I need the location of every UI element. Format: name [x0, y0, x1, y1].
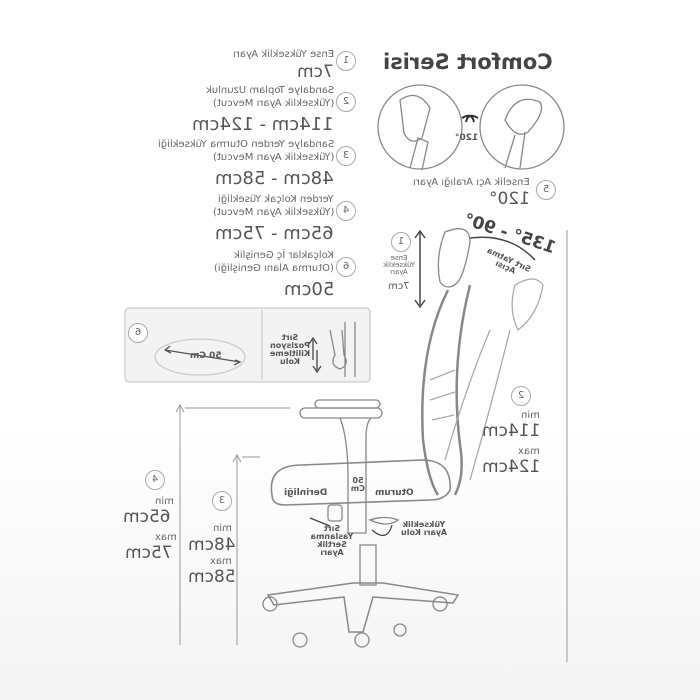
armrest-post	[339, 417, 372, 534]
headrest-detail-circle-right	[479, 84, 565, 170]
dim-min-label: min	[521, 410, 540, 421]
headrest	[437, 228, 471, 288]
dim-min-value: 48cm	[188, 535, 236, 555]
headrest-angle-badge: 120°	[455, 133, 479, 143]
spec-label: Sandalye Toplam Uzunluk	[205, 85, 334, 96]
reclined-backrest	[444, 329, 511, 481]
spec-value: 48cm - 58cm	[215, 168, 334, 189]
spec-value: 50cm	[283, 279, 334, 300]
spec-value: 120°	[489, 189, 530, 209]
reclined-headrest	[511, 278, 544, 331]
inset-updown-arrows	[308, 336, 322, 374]
rotate-arrows-icon	[461, 114, 479, 123]
spec-value: 114cm - 124cm	[192, 114, 334, 135]
headrest-detail-left	[399, 94, 431, 142]
gas-cylinder	[359, 544, 377, 586]
inset-width: 50 Cm	[190, 351, 222, 361]
dim-min-value: 65cm	[123, 507, 171, 527]
lumbar-support	[429, 369, 456, 421]
dim-max-label: max	[518, 446, 540, 457]
spec-label: Sandalye Yerden Oturma Yüksekliği	[157, 139, 334, 150]
page-title: Comfort Serisi	[383, 50, 553, 74]
callout-arrows	[309, 517, 393, 537]
seat-depth-label-right: Oturum	[375, 488, 414, 498]
inset-box	[124, 307, 371, 383]
height-lever-label: Yükseklik Ayarı Kolu	[401, 520, 447, 537]
spec-label: Yerden Kolçak Yüsekliği	[218, 194, 334, 205]
spec-value: 65cm - 75cm	[215, 223, 334, 244]
dim-number: 2	[511, 386, 531, 406]
spec-value: 7cm	[297, 62, 334, 82]
headrest-detail-left-post	[409, 137, 429, 171]
seat-depth-value: 50 Cm	[350, 476, 365, 493]
dim-min-label: min	[155, 496, 174, 507]
seat	[270, 459, 451, 506]
dim-max-value: 124cm	[481, 457, 540, 477]
callout-number: 1	[391, 232, 411, 252]
lock-lever-label: Sırt Pozisyon Kilitleme Kolu	[269, 333, 311, 366]
armrest-pad	[299, 407, 383, 419]
spec-number: 1	[336, 51, 356, 71]
spec-label: Ense Yükseklik Ayarı	[232, 49, 334, 60]
spec-number: 3	[336, 146, 356, 166]
inset-width-arrow	[163, 345, 242, 366]
spec-number: 6	[336, 257, 356, 277]
tension-knob-label: Sırt Yaslanma Sertlik Ayarı	[310, 524, 354, 557]
recline-arc	[469, 236, 536, 261]
armrest-top	[314, 399, 381, 409]
dim-max-label: max	[155, 532, 177, 543]
dim-min-label: min	[213, 523, 232, 534]
dim-min-value: 114cm	[481, 421, 540, 441]
inset-seat	[154, 338, 246, 376]
spec-note: (Yükseklik Ayarı Mevcut)	[212, 152, 334, 163]
dimension-lines	[175, 229, 568, 662]
chair-base	[266, 582, 460, 633]
dim-number: 3	[212, 491, 232, 511]
headrest-detail-right-post	[504, 131, 526, 169]
inset-lever	[329, 322, 356, 377]
tension-knob	[327, 504, 343, 522]
dim-number: 4	[145, 470, 165, 490]
spec-label: Enselik Açı Aralığı Ayarı	[413, 177, 530, 188]
headrest-detail-circle-left	[377, 84, 463, 170]
spec-note: (Yükseklik Ayarı Mevcut)	[212, 98, 334, 109]
spec-note: (Yükseklik Ayarı Mevcut)	[212, 207, 334, 218]
wheels	[262, 596, 448, 648]
dim-max-value: 75cm	[125, 543, 173, 563]
callout-label: Ense Yükseklik Ayarı	[383, 254, 415, 276]
backrest	[421, 284, 472, 496]
dim-max-value: 58cm	[188, 567, 236, 587]
spec-number: 2	[336, 92, 356, 112]
dim-max-label: max	[210, 556, 232, 567]
spec-number: 5	[536, 180, 556, 200]
callout-value: 7cm	[388, 281, 410, 292]
headrest-detail-right	[504, 98, 543, 135]
spec-number: 4	[336, 201, 356, 221]
inset-number: 6	[128, 323, 148, 343]
height-lever	[368, 516, 400, 525]
spec-note: (Oturma Alanı Genişliği)	[214, 263, 334, 274]
spec-label: Kolçaklar İç Genişlik	[234, 250, 334, 261]
seat-depth-label-left: Derinliği	[284, 488, 328, 498]
